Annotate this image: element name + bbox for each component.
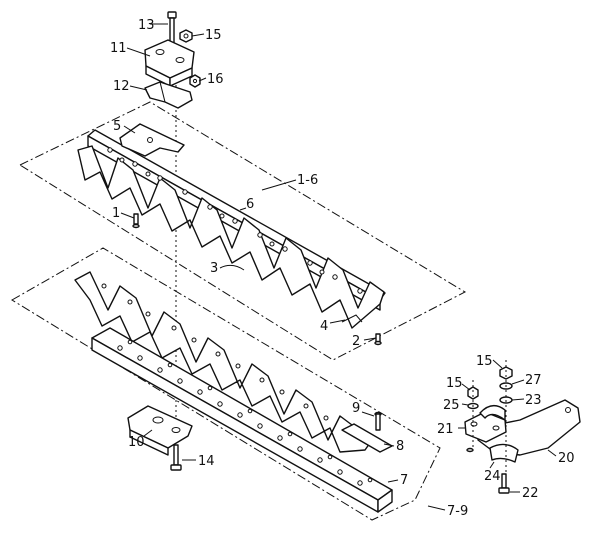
callout-13: 13 bbox=[138, 18, 155, 33]
callout-21: 21 bbox=[437, 422, 454, 437]
nut-16 bbox=[189, 74, 201, 88]
group-boundary-7-9 bbox=[11, 247, 441, 521]
bolt-9 bbox=[374, 411, 382, 431]
section-4-tip bbox=[341, 314, 363, 323]
arm-20 bbox=[477, 399, 581, 456]
callout-20: 20 bbox=[558, 451, 575, 466]
callout-5: 5 bbox=[113, 119, 121, 134]
guard-section-holes bbox=[101, 283, 329, 421]
bolt-22 bbox=[498, 473, 510, 494]
rivet-2 bbox=[374, 333, 382, 346]
bolt-13 bbox=[167, 11, 177, 45]
callout-10: 10 bbox=[128, 435, 145, 450]
callout-1: 1 bbox=[112, 206, 120, 221]
callout-8: 8 bbox=[396, 439, 404, 454]
callout-14: 14 bbox=[198, 454, 215, 469]
group-boundary-1-6 bbox=[18, 101, 467, 361]
clip-12 bbox=[144, 81, 193, 109]
nut-15-right bbox=[499, 366, 513, 380]
knife-rivet-holes bbox=[107, 147, 363, 294]
arm-hole bbox=[565, 407, 571, 413]
callout-2: 2 bbox=[352, 334, 360, 349]
holder-block-11 bbox=[144, 39, 195, 87]
callout-27: 27 bbox=[525, 373, 542, 388]
spacer-24 bbox=[489, 443, 519, 463]
callout-12: 12 bbox=[113, 79, 130, 94]
pin-24-left bbox=[466, 447, 474, 453]
knife-sections bbox=[77, 145, 385, 329]
callout-11: 11 bbox=[110, 41, 127, 56]
rivet-1 bbox=[132, 213, 140, 229]
callout-7: 7 bbox=[400, 473, 408, 488]
callout-24: 24 bbox=[484, 469, 501, 484]
callout-22: 22 bbox=[522, 486, 539, 501]
nut-15-top bbox=[179, 29, 193, 43]
callout-16: 16 bbox=[207, 72, 224, 87]
callout-1-6: 1-6 bbox=[297, 173, 318, 188]
callout-15-left: 15 bbox=[446, 376, 463, 391]
clamp-block-10 bbox=[127, 405, 193, 456]
callout-15-top: 15 bbox=[205, 28, 222, 43]
bolt-14 bbox=[170, 444, 182, 471]
callout-3: 3 bbox=[210, 261, 218, 276]
callout-25: 25 bbox=[443, 398, 460, 413]
leader-lines bbox=[120, 23, 557, 511]
nut-15-left bbox=[467, 386, 479, 400]
head-plate-hole bbox=[147, 137, 153, 143]
callout-15-right: 15 bbox=[476, 354, 493, 369]
guard-bar-holes bbox=[117, 339, 373, 486]
callout-9: 9 bbox=[352, 401, 360, 416]
callout-7-9: 7-9 bbox=[447, 504, 468, 519]
callout-4: 4 bbox=[320, 319, 328, 334]
callout-6: 6 bbox=[246, 197, 254, 212]
callout-23: 23 bbox=[525, 393, 542, 408]
